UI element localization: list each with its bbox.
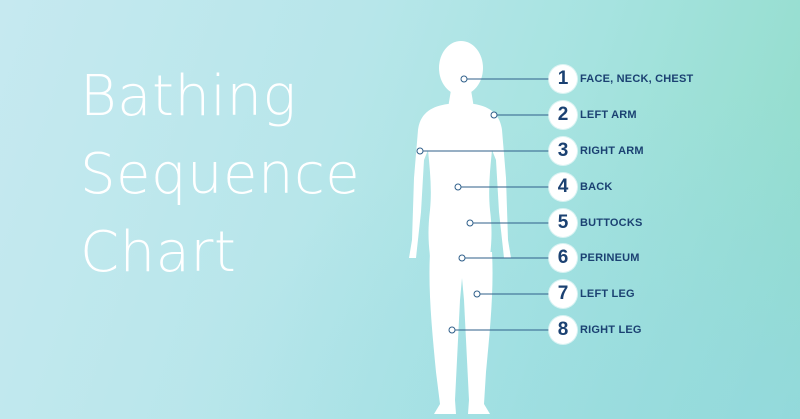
step-label: BACK — [580, 181, 613, 193]
step-label: FACE, NECK, CHEST — [580, 73, 694, 85]
step-number-badge: 6 — [549, 244, 577, 272]
title-line-3: Chart — [80, 220, 237, 285]
step-number-badge: 5 — [549, 209, 577, 237]
step-item: 4 BACK — [549, 173, 613, 201]
neck-shape — [448, 90, 474, 108]
anchor-point — [448, 326, 456, 334]
step-item: 2 LEFT ARM — [549, 101, 637, 129]
title-line-1: Bathing — [80, 64, 297, 129]
step-number-badge: 8 — [549, 316, 577, 344]
anchor-point — [473, 290, 481, 298]
step-item: 6 PERINEUM — [549, 244, 640, 272]
anchor-point — [490, 111, 498, 119]
step-number-badge: 3 — [549, 137, 577, 165]
anchor-point — [454, 183, 462, 191]
anchor-point — [460, 75, 468, 83]
torso-shape — [409, 104, 511, 258]
step-item: 8 RIGHT LEG — [549, 316, 642, 344]
step-label: RIGHT LEG — [580, 324, 642, 336]
step-number-badge: 1 — [549, 65, 577, 93]
body-silhouette — [409, 41, 511, 414]
step-item: 7 LEFT LEG — [549, 280, 635, 308]
step-label: BUTTOCKS — [580, 217, 643, 229]
step-item: 3 RIGHT ARM — [549, 137, 644, 165]
step-number-badge: 4 — [549, 173, 577, 201]
page-title: Bathing Sequence Chart — [80, 58, 360, 292]
anchor-point — [466, 219, 474, 227]
leader-lines — [416, 75, 549, 334]
legs-shape — [429, 252, 493, 414]
step-item: 1 FACE, NECK, CHEST — [549, 65, 693, 93]
step-label: RIGHT ARM — [580, 145, 644, 157]
head-shape — [439, 41, 483, 95]
step-label: PERINEUM — [580, 252, 640, 264]
title-line-2: Sequence — [80, 142, 361, 207]
step-item: 5 BUTTOCKS — [549, 209, 643, 237]
step-number-badge: 7 — [549, 280, 577, 308]
step-label: LEFT ARM — [580, 109, 637, 121]
step-number-badge: 2 — [549, 101, 577, 129]
anchor-point — [416, 147, 424, 155]
anchor-point — [458, 254, 466, 262]
step-label: LEFT LEG — [580, 288, 635, 300]
